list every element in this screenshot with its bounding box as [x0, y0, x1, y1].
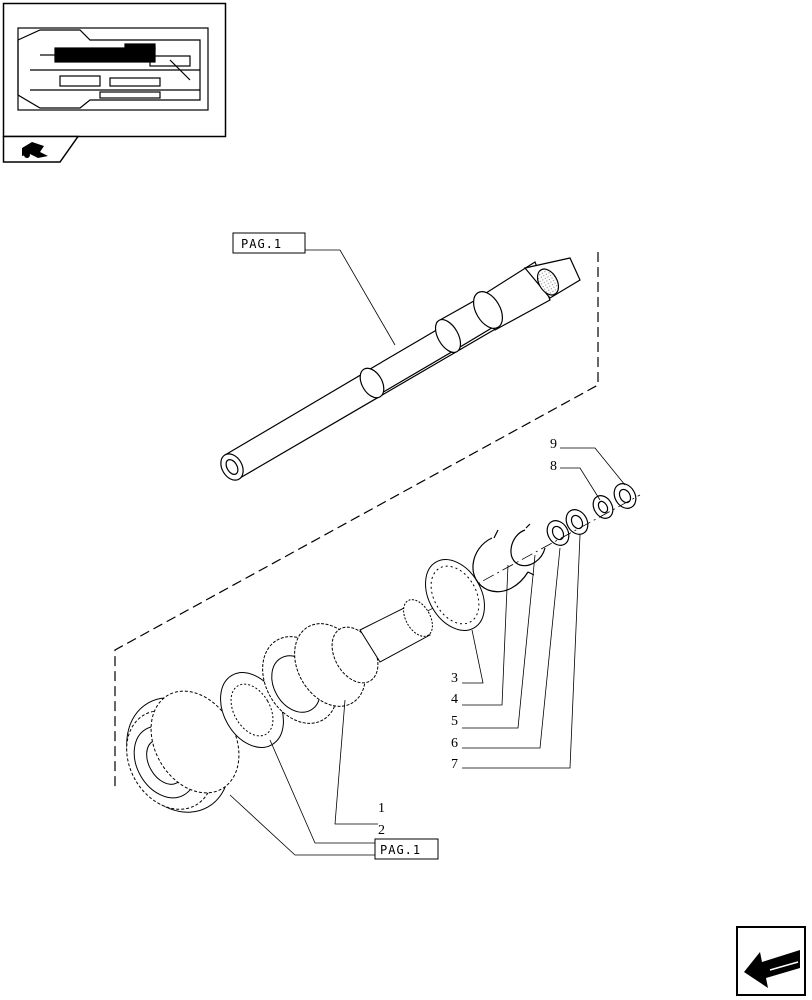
transmission-thumbnail	[17, 27, 209, 111]
callout-7: 7	[451, 757, 458, 772]
back-navigation-button[interactable]	[736, 926, 806, 996]
callout-1: 1	[378, 801, 385, 816]
callout-8: 8	[550, 459, 557, 474]
tractor-icon	[22, 142, 48, 158]
callout-4: 4	[451, 692, 458, 707]
synchro-gear	[126, 690, 240, 813]
callout-9: 9	[550, 437, 557, 452]
leader-lines	[229, 249, 626, 856]
callout-pag-bottom: PAG.1	[380, 843, 421, 857]
ball-bearing	[425, 559, 485, 631]
assembly-outline	[114, 252, 599, 790]
callout-3: 3	[451, 671, 458, 686]
thumbnail-tab	[2, 135, 80, 163]
snap-rings	[472, 483, 637, 593]
thumbnail-tab-link[interactable]	[3, 137, 83, 163]
thumbnail-frame	[2, 2, 227, 138]
main-shaft	[220, 257, 581, 481]
callout-6: 6	[451, 736, 458, 751]
thumbnail-view[interactable]	[3, 3, 226, 137]
callout-5: 5	[451, 714, 458, 729]
callout-pag-top: PAG.1	[241, 237, 282, 251]
cluster-gear	[262, 599, 433, 724]
nav-button-graphic	[736, 926, 806, 996]
callout-2: 2	[378, 823, 385, 838]
back-arrow-icon	[744, 950, 800, 988]
callout-labels: PAG.1 PAG.1 1 2 3 4 5 6 7 8 9	[232, 232, 557, 860]
